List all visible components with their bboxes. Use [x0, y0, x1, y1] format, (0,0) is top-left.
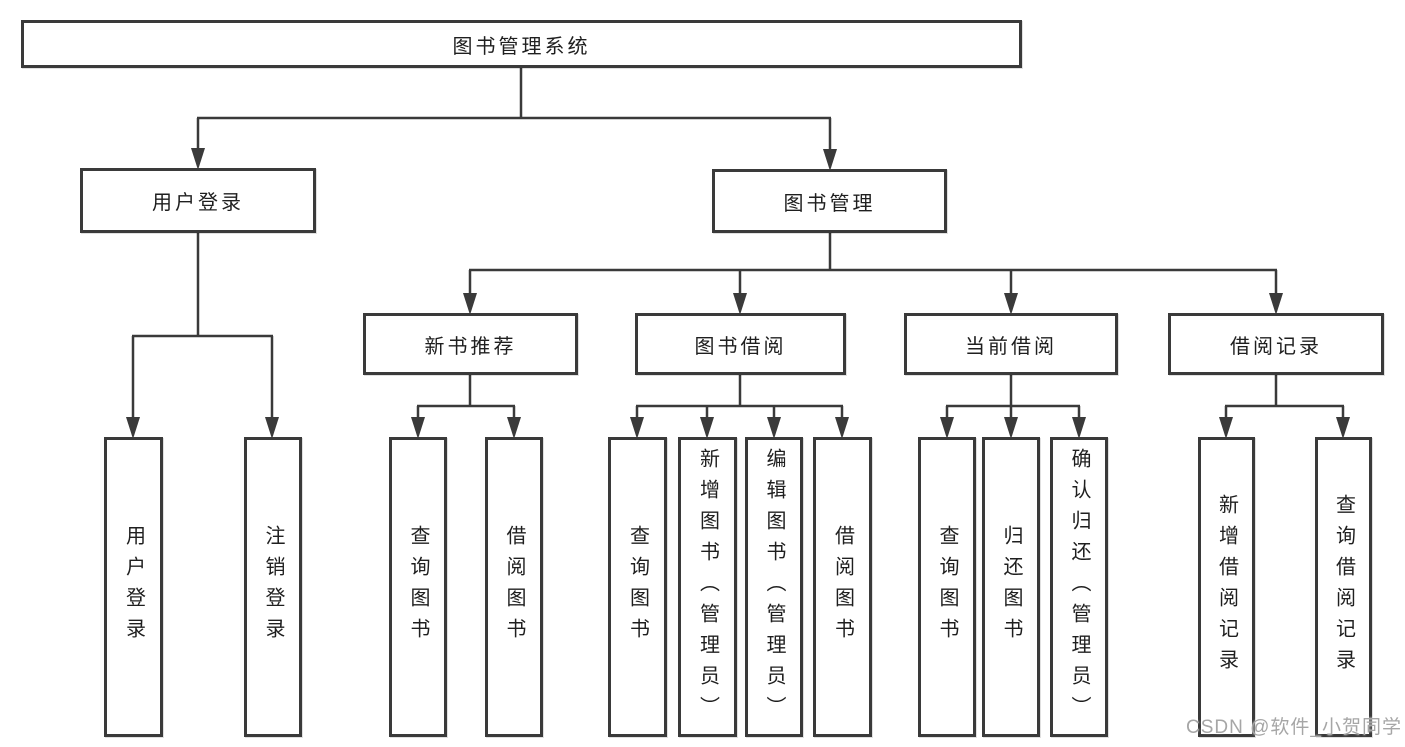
arrowhead — [1004, 417, 1018, 439]
leaf-edit-book-admin: 编辑图书（管理员） — [745, 437, 803, 737]
node-label: 查询图书 — [407, 525, 429, 649]
arrowhead — [507, 417, 521, 439]
node-label: 用户登录 — [122, 525, 145, 649]
leaf-add-book-admin: 新增图书（管理员） — [678, 437, 737, 737]
arrowheads — [126, 148, 1350, 439]
arrowhead — [940, 417, 954, 439]
node-label: 新增图书（管理员） — [696, 447, 719, 727]
arrowhead — [1219, 417, 1233, 439]
leaf-logout: 注销登录 — [244, 437, 302, 737]
arrowhead — [463, 293, 477, 315]
leaf-confirm-return-admin: 确认归还（管理员） — [1050, 437, 1108, 737]
node-label: 借阅图书 — [503, 525, 525, 649]
node-label: 新书推荐 — [424, 335, 517, 358]
node-label: 查询图书 — [936, 525, 958, 649]
node-label: 借阅记录 — [1230, 335, 1322, 358]
arrowhead — [126, 417, 140, 439]
node-label: 注销登录 — [262, 525, 284, 649]
leaf-borrow-books-borrowing: 借阅图书 — [813, 437, 872, 737]
node-label: 当前借阅 — [965, 335, 1057, 358]
node-book-borrowing: 图书借阅 — [635, 313, 846, 375]
node-label: 图书管理 — [783, 192, 876, 215]
connector-user-login-to-children — [131, 233, 274, 419]
node-user-login: 用户登录 — [80, 168, 316, 233]
arrowhead — [767, 417, 781, 439]
connector-current-borrowing-to-children — [945, 375, 1081, 419]
arrowhead — [823, 149, 837, 171]
node-new-book-recommend: 新书推荐 — [363, 313, 578, 375]
arrowhead — [835, 417, 849, 439]
node-label: 查询图书 — [626, 525, 649, 649]
connector-book-borrowing-to-children — [635, 375, 844, 419]
node-label: 借阅图书 — [831, 525, 854, 649]
node-label: 查询借阅记录 — [1332, 494, 1355, 680]
node-label: 归还图书 — [1000, 525, 1022, 649]
arrowhead — [1269, 293, 1283, 315]
arrowhead — [630, 417, 644, 439]
node-book-management: 图书管理 — [712, 169, 947, 233]
leaf-query-borrow-record: 查询借阅记录 — [1315, 437, 1372, 737]
csdn-watermark: CSDN @软件_小贺同学 — [1186, 717, 1402, 738]
arrowhead — [411, 417, 425, 439]
leaf-return-book: 归还图书 — [982, 437, 1040, 737]
node-label: 图书借阅 — [694, 335, 787, 358]
node-label: 新增借阅记录 — [1215, 494, 1238, 680]
leaf-query-books-current: 查询图书 — [918, 437, 976, 737]
arrowhead — [700, 417, 714, 439]
connector-book-management-to-level3 — [468, 233, 1278, 295]
arrowhead — [1336, 417, 1350, 439]
connector-borrowing-records-to-children — [1224, 375, 1345, 419]
leaf-user-login: 用户登录 — [104, 437, 163, 737]
node-current-borrowing: 当前借阅 — [904, 313, 1118, 375]
leaf-query-books-recommend: 查询图书 — [389, 437, 447, 737]
node-label: 确认归还（管理员） — [1068, 447, 1090, 727]
node-label: 编辑图书（管理员） — [763, 447, 785, 727]
arrowhead — [733, 293, 747, 315]
leaf-query-books-borrowing: 查询图书 — [608, 437, 667, 737]
node-borrowing-records: 借阅记录 — [1168, 313, 1384, 375]
leaf-add-borrow-record: 新增借阅记录 — [1198, 437, 1255, 737]
node-label: 图书管理系统 — [452, 35, 591, 58]
leaf-borrow-books-recommend: 借阅图书 — [485, 437, 543, 737]
node-library-system-root: 图书管理系统 — [21, 20, 1022, 68]
connector-root-to-level2 — [196, 68, 832, 151]
arrowhead — [265, 417, 279, 439]
arrowhead — [1072, 417, 1086, 439]
node-label: 用户登录 — [152, 192, 244, 214]
connector-new-book-recommend-to-children — [416, 375, 516, 419]
arrowhead — [1004, 293, 1018, 315]
arrowhead — [191, 148, 205, 170]
